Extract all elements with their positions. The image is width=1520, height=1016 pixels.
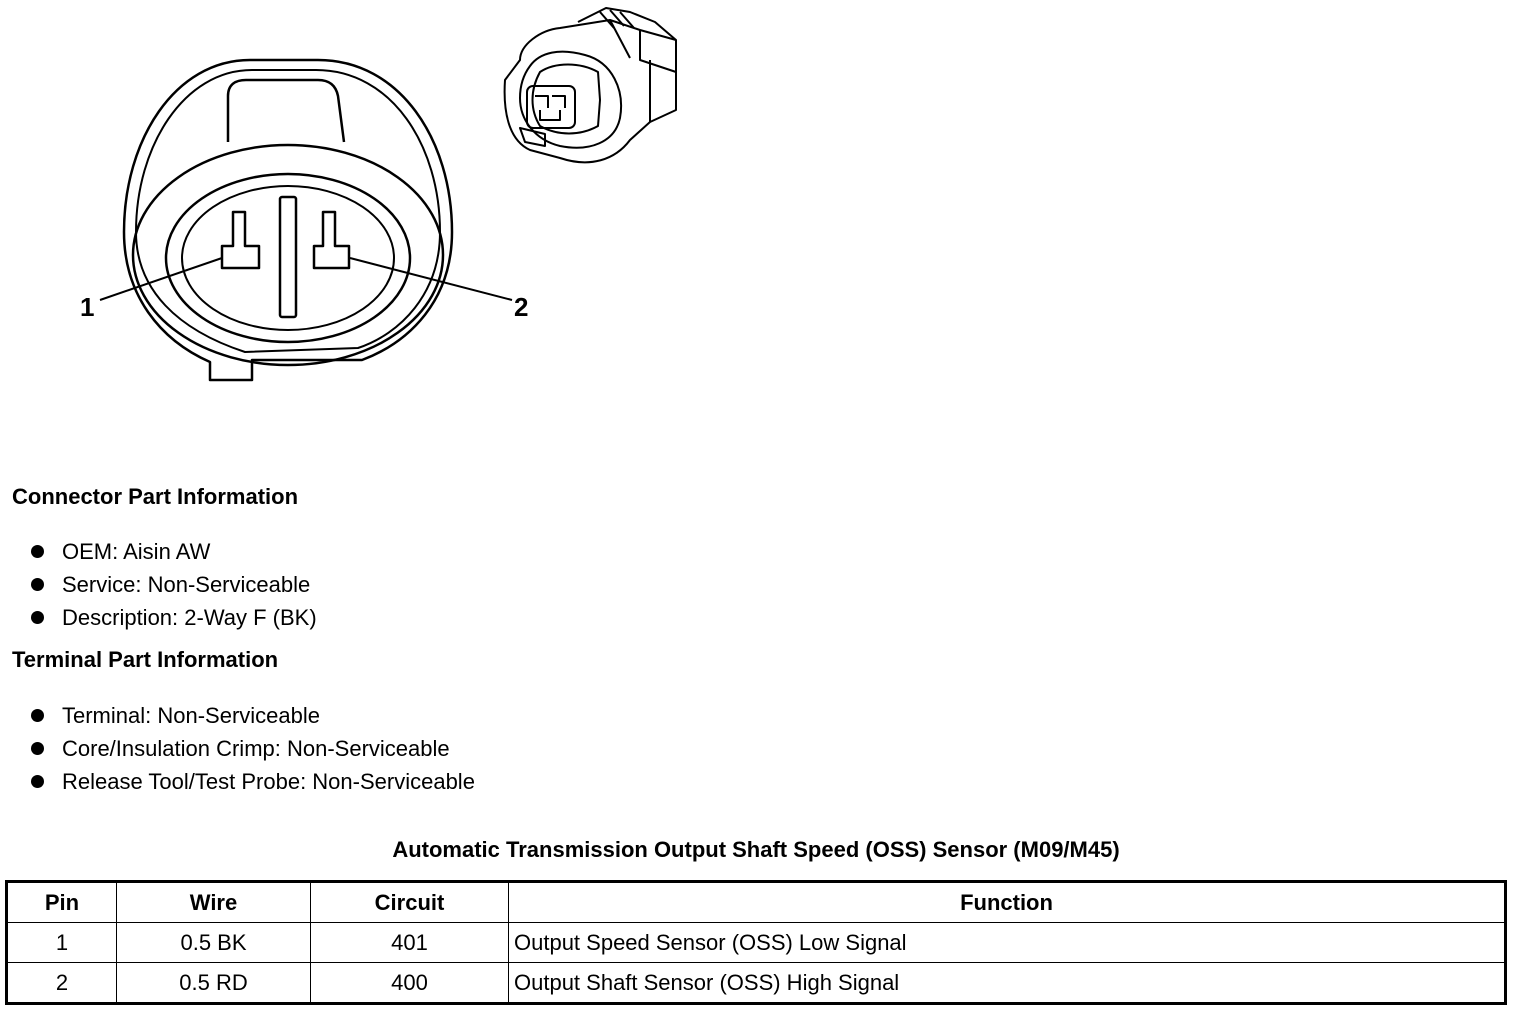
connector-seal-ring-outer	[131, 143, 445, 367]
circuit-cell: 400	[310, 962, 509, 1004]
connector-seal-ring-inner	[181, 185, 395, 331]
pin-2-callout: 2	[514, 292, 528, 322]
function-cell: Output Shaft Sensor (OSS) High Signal	[508, 962, 1506, 1004]
connector-housing-outer	[122, 58, 454, 382]
terminal-part-info-list: Terminal: Non-Serviceable Core/Insulatio…	[30, 699, 475, 798]
table-row: 2 0.5 RD 400 Output Shaft Sensor (OSS) H…	[6, 962, 1506, 1004]
pin-1-leader-line	[99, 257, 223, 301]
pin-1-callout: 1	[80, 292, 94, 322]
list-item: OEM: Aisin AW	[30, 535, 317, 568]
list-item: Service: Non-Serviceable	[30, 568, 317, 601]
connector-center-divider	[278, 195, 298, 319]
pin-cell: 1	[6, 922, 117, 963]
connector-diagram: 1 2	[0, 0, 720, 400]
list-item: Description: 2-Way F (BK)	[30, 601, 317, 634]
column-header-circuit: Circuit	[310, 881, 509, 923]
column-header-pin: Pin	[6, 881, 117, 923]
list-item: Release Tool/Test Probe: Non-Serviceable	[30, 765, 475, 798]
connector-housing-inner	[135, 69, 441, 353]
table-row: 1 0.5 BK 401 Output Speed Sensor (OSS) L…	[6, 922, 1506, 963]
connector-part-info-heading: Connector Part Information	[12, 484, 299, 509]
terminal-part-info-heading: Terminal Part Information	[12, 647, 279, 672]
terminal-1-shape	[220, 210, 261, 270]
pinout-table: Pin Wire Circuit Function 1 0.5 BK 401 O…	[5, 880, 1507, 1005]
connector-seal-ring-middle	[164, 172, 412, 344]
circuit-cell: 401	[310, 922, 509, 963]
connector-latch	[226, 78, 346, 143]
pin-cell: 2	[6, 962, 117, 1004]
pin-2-leader-line	[349, 257, 513, 301]
function-cell: Output Speed Sensor (OSS) Low Signal	[508, 922, 1506, 963]
list-item: Terminal: Non-Serviceable	[30, 699, 475, 732]
connector-part-info-list: OEM: Aisin AW Service: Non-Serviceable D…	[30, 535, 317, 634]
wire-cell: 0.5 BK	[116, 922, 311, 963]
wire-cell: 0.5 RD	[116, 962, 311, 1004]
pinout-table-title: Automatic Transmission Output Shaft Spee…	[392, 837, 1120, 862]
column-header-wire: Wire	[116, 881, 311, 923]
connector-isometric-view	[503, 7, 677, 164]
terminal-2-shape	[312, 210, 351, 270]
connector-face-drawing: 1 2	[80, 7, 677, 382]
list-item: Core/Insulation Crimp: Non-Serviceable	[30, 732, 475, 765]
column-header-function: Function	[508, 881, 1506, 923]
table-header-row: Pin Wire Circuit Function	[6, 881, 1506, 923]
